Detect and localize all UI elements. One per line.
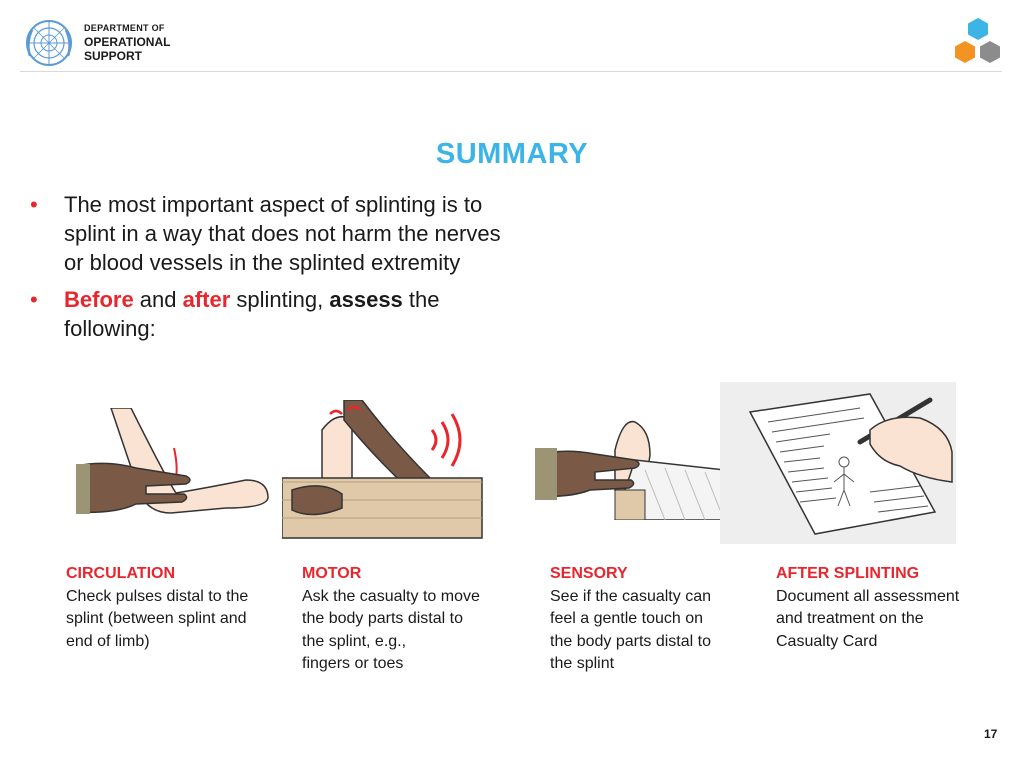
bullet-text-mid: splinting, <box>230 287 330 312</box>
motor-illustration <box>282 400 484 540</box>
emphasis-assess: assess <box>329 287 403 312</box>
sensory-illustration <box>535 410 727 520</box>
bullet-text: The most important aspect of splinting i… <box>64 192 501 275</box>
documentation-illustration <box>720 382 956 544</box>
un-emblem-icon <box>26 20 72 66</box>
column-heading: CIRCULATION <box>66 565 176 582</box>
slide-title: SUMMARY <box>435 138 589 170</box>
bullet-text-end: the following: <box>64 287 440 341</box>
header-divider <box>20 71 1002 72</box>
bullet-list: • The most important aspect of splinting… <box>30 190 510 351</box>
sensory-column: SENSORY See if the casualty can feel a g… <box>550 563 765 676</box>
column-heading: MOTOR <box>302 565 362 582</box>
column-heading: SENSORY <box>550 565 628 582</box>
emphasis-before: Before <box>64 287 134 312</box>
bullet-item: • Before and after splinting, assess the… <box>30 285 510 343</box>
after-splinting-column: AFTER SPLINTING Document all assessment … <box>776 563 1001 653</box>
department-name: DEPARTMENT OF OPERATIONAL SUPPORT <box>84 21 170 63</box>
hexagon-cluster-icon <box>955 18 1000 63</box>
org-line-2: OPERATIONAL <box>84 35 171 49</box>
column-text: Check pulses distal to the splint (betwe… <box>66 587 249 650</box>
org-line-3: SUPPORT <box>84 49 143 63</box>
bullet-dot-icon: • <box>30 287 38 312</box>
circulation-illustration <box>76 408 276 543</box>
circulation-column: CIRCULATION Check pulses distal to the s… <box>66 563 291 653</box>
slide-header: DEPARTMENT OF OPERATIONAL SUPPORT <box>0 0 1024 72</box>
column-text: Document all assessment and treatment on… <box>776 587 960 650</box>
page-number: 17 <box>984 727 998 741</box>
motor-column: MOTOR Ask the casualty to move the body … <box>302 563 527 676</box>
bullet-item: • The most important aspect of splinting… <box>30 190 510 277</box>
column-text: Ask the casualty to move the body parts … <box>302 587 480 673</box>
emphasis-after: after <box>182 287 231 312</box>
bullet-dot-icon: • <box>30 192 38 217</box>
org-line-1: DEPARTMENT OF <box>84 23 165 33</box>
column-text: See if the casualty can feel a gentle to… <box>550 587 711 673</box>
column-heading: AFTER SPLINTING <box>776 565 920 582</box>
bullet-text-and: and <box>133 287 183 312</box>
